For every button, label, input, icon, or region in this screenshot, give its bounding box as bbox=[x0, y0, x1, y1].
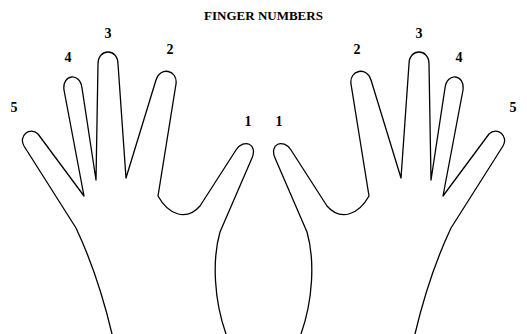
finger-number: 4 bbox=[65, 51, 72, 65]
left-hand-outline bbox=[22, 52, 253, 334]
finger-number: 5 bbox=[11, 101, 18, 115]
diagram-title: FINGER NUMBERS bbox=[204, 9, 323, 22]
finger-number: 5 bbox=[510, 101, 517, 115]
right-hand-outline bbox=[274, 52, 505, 334]
finger-number: 1 bbox=[276, 115, 283, 129]
finger-number: 3 bbox=[416, 27, 423, 41]
finger-number: 3 bbox=[105, 27, 112, 41]
finger-number: 2 bbox=[354, 43, 361, 57]
finger-number: 2 bbox=[167, 43, 174, 57]
finger-number: 4 bbox=[456, 51, 463, 65]
finger-number: 1 bbox=[245, 115, 252, 129]
